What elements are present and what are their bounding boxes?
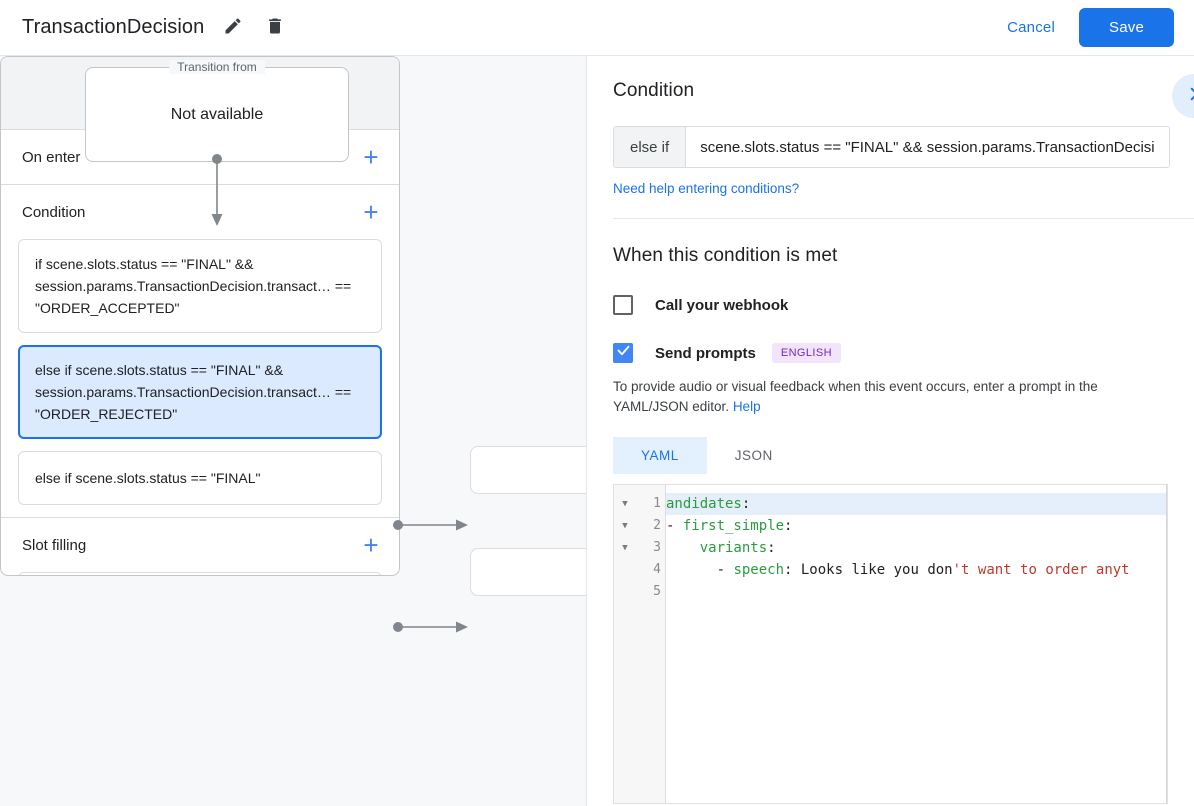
section-title-condition: Condition	[22, 203, 86, 221]
add-on-enter-icon[interactable]: +	[363, 142, 379, 172]
section-header-on-enter: On enter +	[1, 130, 399, 184]
condition-link-1	[392, 511, 472, 544]
fold-toggle-icon[interactable]: ▼	[622, 543, 628, 553]
editor-line-number: 5	[653, 584, 661, 599]
editor-scrollbar[interactable]	[1166, 485, 1167, 803]
editor-code-line[interactable]: - speech: Looks like you don't want to o…	[666, 559, 1167, 581]
call-webhook-checkbox[interactable]	[613, 295, 633, 315]
when-condition-met-heading: When this condition is met	[613, 245, 838, 266]
editor-code-line[interactable]: variants:	[666, 537, 1167, 559]
send-prompts-checkbox[interactable]	[613, 343, 633, 363]
save-button[interactable]: Save	[1079, 8, 1174, 47]
code-token	[666, 540, 700, 556]
condition-item[interactable]: if scene.slots.status == "FINAL" && sess…	[18, 239, 382, 333]
editor-line-number: 3	[653, 540, 661, 555]
condition-actions-section: When this condition is met Call your web…	[587, 219, 1194, 804]
slot-validation-item[interactable]: Slot validation	[18, 572, 382, 575]
language-badge: ENGLISH	[771, 343, 841, 363]
section-header-condition: Condition +	[1, 185, 399, 239]
edit-name-button[interactable]	[220, 15, 246, 41]
prompts-description: To provide audio or visual feedback when…	[613, 377, 1168, 417]
trash-icon	[265, 16, 285, 39]
condition-input-row: else if	[613, 126, 1170, 168]
editor-line-number: 4	[653, 562, 661, 577]
cancel-button[interactable]: Cancel	[983, 9, 1079, 46]
code-token: variants	[699, 540, 768, 556]
fold-toggle-icon[interactable]: ▼	[622, 499, 628, 509]
delete-button[interactable]	[262, 15, 288, 41]
add-condition-icon[interactable]: +	[363, 197, 379, 227]
page-title: TransactionDecision	[22, 16, 205, 38]
code-token: :	[767, 540, 776, 556]
top-app-bar: TransactionDecision Cancel Save	[0, 0, 1194, 56]
send-prompts-row: Send prompts ENGLISH	[613, 343, 1168, 363]
prompts-help-link[interactable]: Help	[732, 399, 761, 414]
transition-from-legend: Transition from	[169, 60, 265, 74]
editor-fold-gutter[interactable]: ▼ ▼ ▼	[614, 485, 636, 803]
condition-target-node-1[interactable]	[470, 446, 586, 494]
section-condition: Condition + if scene.slots.status == "FI…	[1, 185, 399, 518]
code-token: -	[666, 518, 683, 534]
section-slot-filling: Slot filling + Slot validation	[1, 518, 399, 575]
editor-line-number-gutter: 1 2 3 4 5	[636, 485, 666, 803]
editor-code-line[interactable]: andidates:	[666, 493, 1167, 515]
condition-help-link[interactable]: Need help entering conditions?	[613, 181, 800, 196]
code-token: :	[784, 518, 793, 534]
call-webhook-label: Call your webhook	[655, 296, 789, 314]
editor-code-line[interactable]: - first_simple:	[666, 515, 1167, 537]
editor-code-line[interactable]	[666, 581, 1167, 603]
condition-prefix-label: else if	[614, 127, 687, 167]
prompts-description-text: To provide audio or visual feedback when…	[613, 379, 1098, 414]
condition-detail-panel: Condition else if Need help entering con…	[586, 56, 1194, 806]
chevron-right-icon	[1185, 85, 1194, 108]
tab-json[interactable]: JSON	[734, 448, 773, 463]
condition-link-2	[392, 613, 472, 646]
fold-toggle-icon[interactable]: ▼	[622, 521, 628, 531]
condition-heading: Condition	[613, 80, 695, 101]
pencil-icon	[223, 16, 243, 39]
condition-expression-input[interactable]	[686, 127, 1169, 167]
editor-line-number: 2	[653, 518, 661, 533]
condition-target-node-2[interactable]	[470, 548, 586, 596]
editor-format-tabs: YAML JSON	[613, 437, 1168, 474]
code-token: speech	[733, 562, 785, 578]
checkmark-icon	[616, 343, 631, 363]
section-on-enter: On enter +	[1, 130, 399, 185]
tab-yaml[interactable]: YAML	[613, 437, 707, 474]
webhook-row: Call your webhook	[613, 295, 1168, 315]
condition-editor-section: Condition else if Need help entering con…	[587, 56, 1194, 219]
code-token: andidates	[666, 496, 742, 512]
send-prompts-label: Send prompts	[655, 344, 756, 362]
section-title-slot-filling: Slot filling	[22, 536, 87, 554]
fold-placeholder	[614, 559, 636, 581]
graph-connector-arrow	[202, 154, 232, 237]
add-slot-filling-icon[interactable]: +	[363, 530, 379, 560]
editor-code-area[interactable]: andidates:- first_simple: variants: - sp…	[666, 485, 1167, 803]
condition-item-selected[interactable]: else if scene.slots.status == "FINAL" &&…	[18, 345, 382, 439]
section-header-slot-filling: Slot filling +	[1, 518, 399, 572]
transition-from-value: Not available	[170, 105, 264, 123]
scene-graph-panel: Transition from Not available Transactio…	[0, 56, 586, 806]
code-token: Looks like you don	[792, 562, 953, 578]
code-token: first_simple	[682, 518, 785, 534]
code-token: -	[666, 562, 734, 578]
editor-line-number: 1	[653, 496, 661, 511]
code-token: :	[784, 562, 793, 578]
section-divider	[613, 218, 1194, 219]
code-token: :	[741, 496, 751, 512]
code-token: 't want to order anyt	[952, 562, 1130, 578]
condition-item[interactable]: else if scene.slots.status == "FINAL"	[18, 451, 382, 505]
fold-placeholder	[614, 581, 636, 603]
section-title-on-enter: On enter	[22, 148, 81, 166]
transition-from-card[interactable]: Transition from Not available	[85, 60, 349, 162]
top-bar-actions: Cancel Save	[983, 8, 1194, 47]
